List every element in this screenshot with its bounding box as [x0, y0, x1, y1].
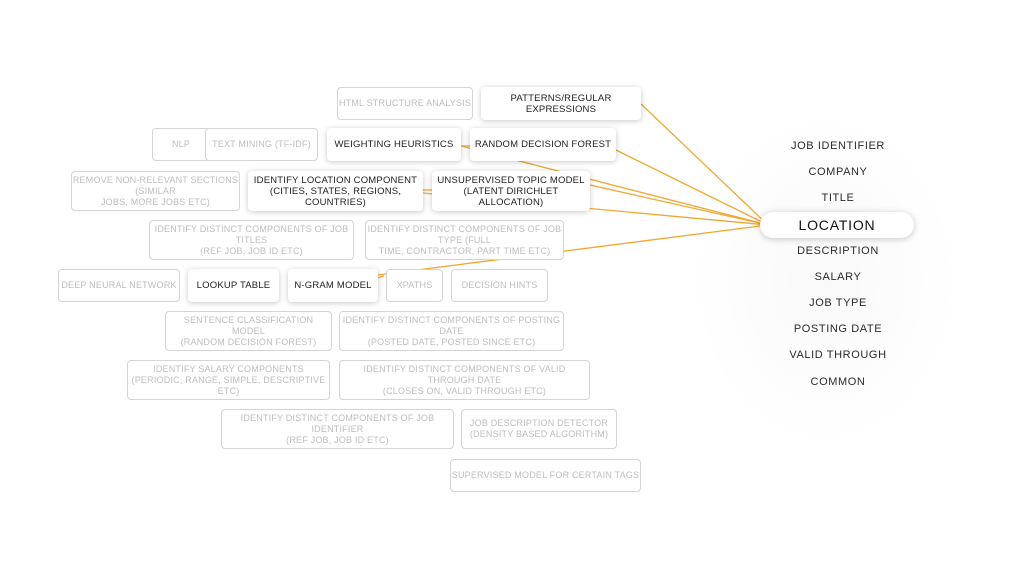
method-box-active[interactable]: WEIGHTING HEURISTICS [327, 128, 461, 161]
field-item[interactable]: TITLE [821, 192, 855, 204]
field-item[interactable]: COMMON [810, 376, 866, 388]
field-item[interactable]: JOB TYPE [809, 297, 867, 309]
method-box-active[interactable]: RANDOM DECISION FOREST [470, 128, 616, 161]
method-box-active[interactable]: N-GRAM MODEL [288, 269, 378, 302]
method-box[interactable]: IDENTIFY DISTINCT COMPONENTS OF JOB TYPE… [365, 220, 564, 260]
connector-line [615, 149, 769, 226]
field-item[interactable]: JOB IDENTIFIER [791, 140, 885, 152]
method-box[interactable]: DEEP NEURAL NETWORK [58, 269, 180, 302]
field-panel-halo [690, 110, 960, 450]
connector-line [377, 224, 769, 276]
method-box-active[interactable]: IDENTIFY LOCATION COMPONENT (CITIES, STA… [248, 171, 423, 211]
field-item[interactable]: VALID THROUGH [789, 349, 887, 361]
field-item-selected[interactable]: LOCATION [760, 212, 914, 238]
method-box-active[interactable]: PATTERNS/REGULAR EXPRESSIONS [481, 87, 641, 120]
connector-line [589, 184, 769, 226]
field-item[interactable]: COMPANY [808, 166, 868, 178]
method-box-active[interactable]: UNSUPERVISED TOPIC MODEL (LATENT DIRICHL… [432, 171, 590, 211]
method-box[interactable]: TEXT MINING (TF-IDF) [205, 128, 318, 161]
method-box[interactable]: IDENTIFY DISTINCT COMPONENTS OF JOB TITL… [149, 220, 354, 260]
field-item[interactable]: SALARY [814, 271, 862, 283]
method-box[interactable]: IDENTIFY SALARY COMPONENTS (PERIODIC, RA… [127, 360, 330, 400]
method-box[interactable]: IDENTIFY DISTINCT COMPONENTS OF POSTING … [339, 311, 564, 351]
method-box[interactable]: IDENTIFY DISTINCT COMPONENTS OF JOB IDEN… [221, 409, 454, 449]
method-box[interactable]: IDENTIFY DISTINCT COMPONENTS OF VALID TH… [339, 360, 590, 400]
method-box[interactable]: SUPERVISED MODEL FOR CERTAIN TAGS [450, 459, 641, 492]
method-box[interactable]: DECISION HINTS [451, 269, 548, 302]
method-box-active[interactable]: LOOKUP TABLE [188, 269, 279, 302]
field-item[interactable]: DESCRIPTION [797, 245, 879, 257]
method-box[interactable]: NLP [152, 128, 210, 161]
method-box[interactable]: SENTENCE CLASSIFICATION MODEL (RANDOM DE… [165, 311, 332, 351]
method-box[interactable]: HTML STRUCTURE ANALYSIS [337, 87, 473, 120]
field-item[interactable]: POSTING DATE [793, 323, 883, 335]
method-box[interactable]: JOB DESCRIPTION DETECTOR (DENSITY BASED … [461, 409, 617, 449]
method-box[interactable]: REMOVE NON-RELEVANT SECTIONS (SIMILAR JO… [71, 171, 240, 211]
connector-line [640, 103, 769, 226]
method-box[interactable]: XPATHS [386, 269, 443, 302]
